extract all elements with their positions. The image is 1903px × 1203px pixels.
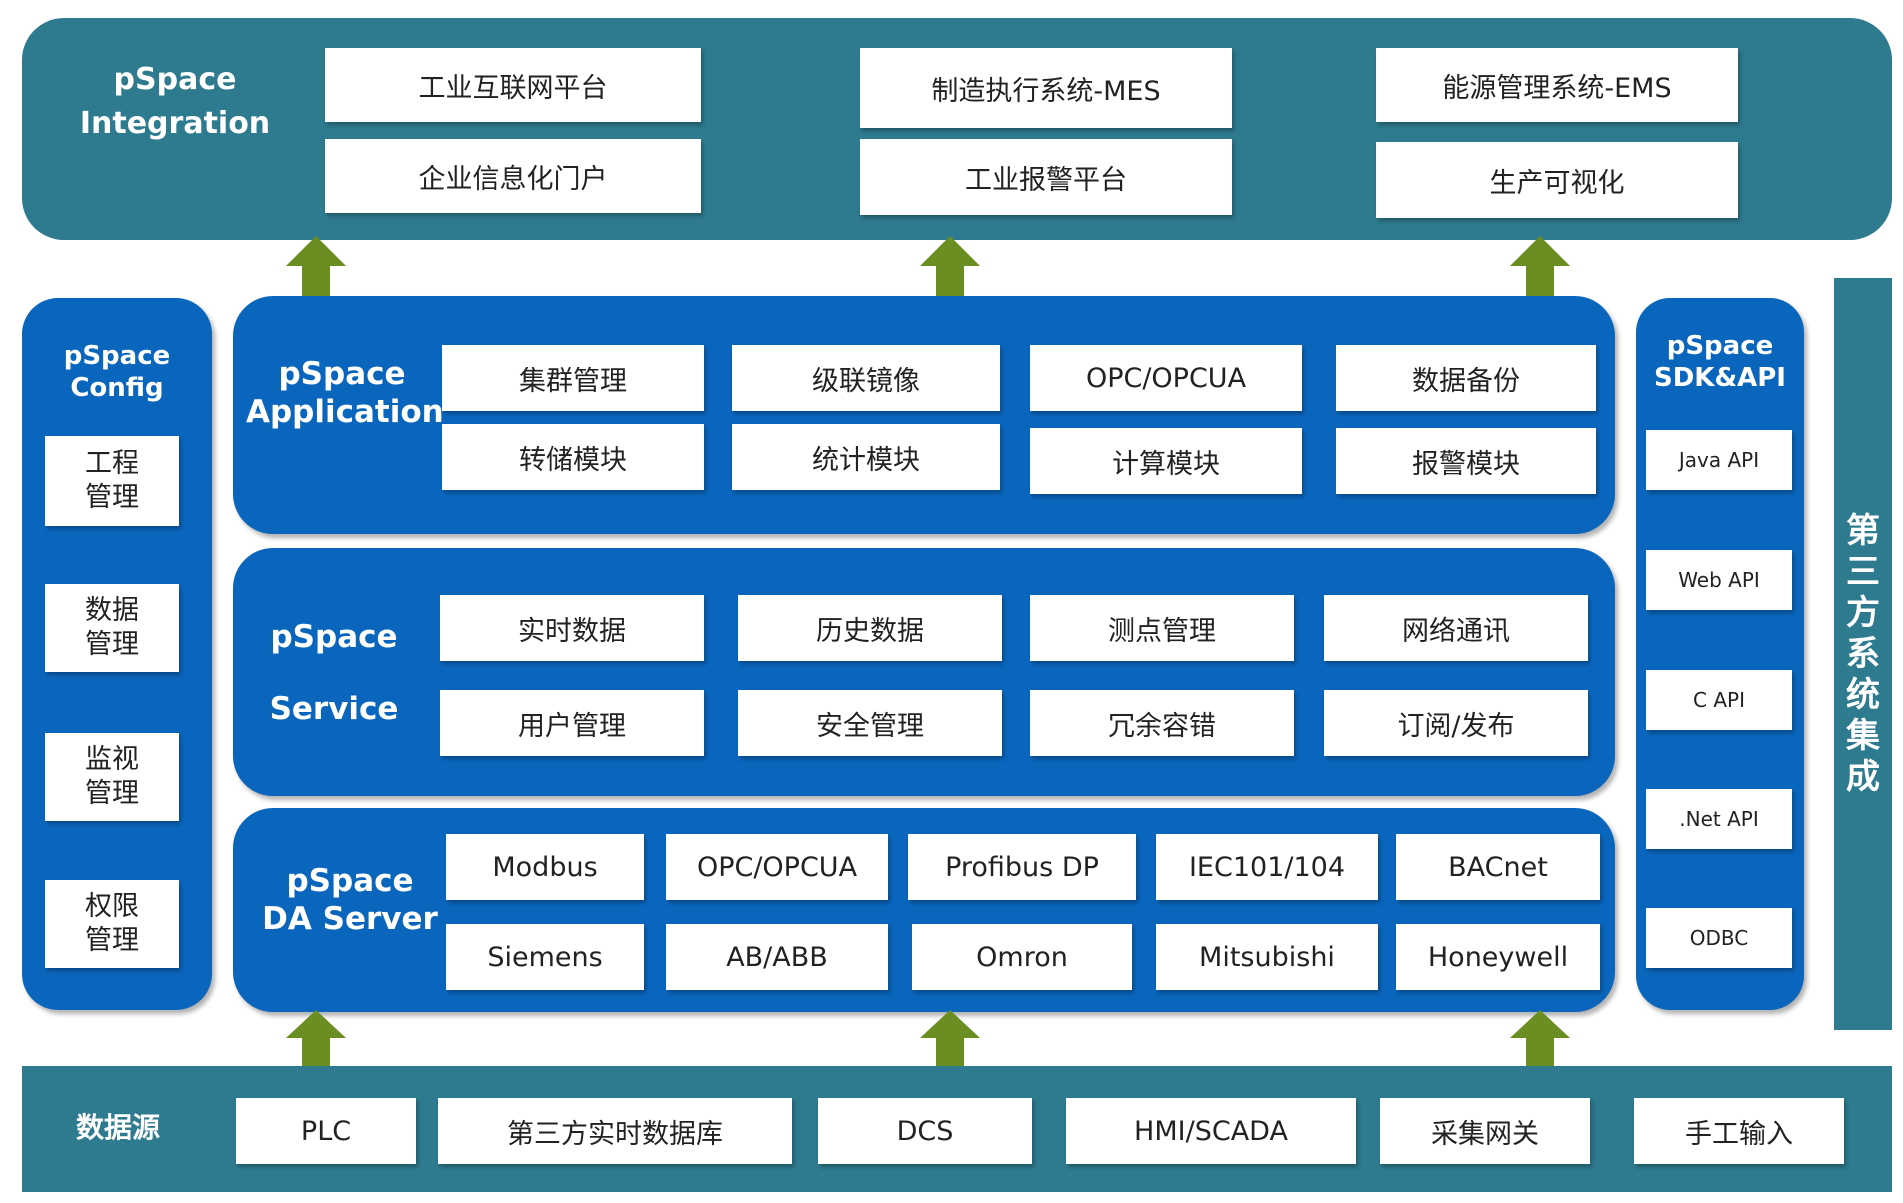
application-item[interactable]: 转储模块: [442, 424, 704, 490]
service-item[interactable]: 订阅/发布: [1324, 690, 1588, 756]
application-layer: [233, 296, 1615, 534]
da-server-title: pSpace DA Server: [246, 862, 454, 938]
application-item[interactable]: 计算模块: [1030, 428, 1302, 494]
config-item-project[interactable]: 工程 管理: [45, 436, 179, 526]
vendor-item[interactable]: AB/ABB: [666, 924, 888, 990]
data-source-item[interactable]: HMI/SCADA: [1066, 1098, 1356, 1164]
third-party-char: 集: [1846, 715, 1880, 756]
vendor-item[interactable]: Omron: [912, 924, 1132, 990]
data-source-item[interactable]: 手工输入: [1634, 1098, 1844, 1164]
integration-title-line2: Integration: [79, 106, 271, 141]
api-item-c[interactable]: C API: [1646, 670, 1792, 730]
data-source-item[interactable]: 采集网关: [1380, 1098, 1590, 1164]
vendor-item[interactable]: Honeywell: [1396, 924, 1600, 990]
integration-title-line1: pSpace: [113, 62, 237, 97]
data-source-title: 数据源: [75, 1111, 160, 1144]
data-source-item[interactable]: DCS: [818, 1098, 1032, 1164]
application-item[interactable]: 报警模块: [1336, 428, 1596, 494]
config-title-line1: pSpace: [63, 341, 171, 371]
api-item-odbc[interactable]: ODBC: [1646, 908, 1792, 968]
up-arrow-icon: [286, 236, 346, 296]
application-title: pSpace Application: [246, 355, 444, 431]
api-item-dotnet[interactable]: .Net API: [1646, 789, 1792, 849]
config-item-line: 管理: [85, 925, 139, 956]
up-arrow-icon: [1510, 236, 1570, 296]
application-title-line2: Application: [246, 394, 444, 430]
integration-item: 制造执行系统-MES: [860, 48, 1232, 128]
config-item-line: 监视: [85, 744, 139, 775]
service-item[interactable]: 测点管理: [1030, 595, 1294, 661]
da-server-title-line2: DA Server: [262, 901, 438, 937]
service-item[interactable]: 冗余容错: [1030, 690, 1294, 756]
config-title: pSpace Config: [22, 340, 212, 404]
config-item-line: 数据: [85, 595, 139, 626]
third-party-integration-bar: 第 三 方 系 统 集 成: [1834, 278, 1892, 1030]
integration-item: 能源管理系统-EMS: [1376, 48, 1738, 122]
application-title-line1: pSpace: [278, 356, 406, 392]
config-item-monitor[interactable]: 监视 管理: [45, 733, 179, 821]
third-party-char: 成: [1846, 756, 1880, 797]
sdk-title-line1: pSpace: [1666, 331, 1774, 361]
service-item[interactable]: 安全管理: [738, 690, 1002, 756]
config-item-line: 管理: [85, 482, 139, 513]
third-party-char: 系: [1846, 633, 1880, 674]
config-item-line: 工程: [85, 448, 139, 479]
service-layer: [233, 548, 1615, 796]
up-arrow-icon: [920, 1010, 980, 1068]
application-item[interactable]: 级联镜像: [732, 345, 1000, 411]
sdk-title-line2: SDK&API: [1654, 363, 1786, 393]
up-arrow-icon: [920, 236, 980, 296]
api-item-web[interactable]: Web API: [1646, 550, 1792, 610]
protocol-item[interactable]: Profibus DP: [908, 834, 1136, 900]
up-arrow-icon: [286, 1010, 346, 1068]
sdk-panel: [1636, 298, 1804, 1010]
config-item-line: 权限: [85, 891, 139, 922]
config-title-line2: Config: [70, 373, 164, 403]
data-source-item[interactable]: 第三方实时数据库: [438, 1098, 792, 1164]
service-item[interactable]: 网络通讯: [1324, 595, 1588, 661]
integration-item: 工业互联网平台: [325, 48, 701, 122]
third-party-char: 方: [1846, 592, 1880, 633]
service-item[interactable]: 用户管理: [440, 690, 704, 756]
protocol-item[interactable]: OPC/OPCUA: [666, 834, 888, 900]
integration-item: 企业信息化门户: [325, 139, 701, 213]
sdk-title: pSpace SDK&API: [1636, 330, 1804, 394]
service-title-line1: pSpace: [270, 619, 398, 655]
vendor-item[interactable]: Mitsubishi: [1156, 924, 1378, 990]
config-item-data[interactable]: 数据 管理: [45, 584, 179, 672]
application-item[interactable]: 集群管理: [442, 345, 704, 411]
api-item-java[interactable]: Java API: [1646, 430, 1792, 490]
data-source-item[interactable]: PLC: [236, 1098, 416, 1164]
config-item-line: 管理: [85, 778, 139, 809]
third-party-char: 三: [1846, 551, 1880, 592]
config-item-permission[interactable]: 权限 管理: [45, 880, 179, 968]
application-item[interactable]: OPC/OPCUA: [1030, 345, 1302, 411]
da-server-title-line1: pSpace: [286, 863, 414, 899]
up-arrow-icon: [1510, 1010, 1570, 1068]
service-title: pSpace Service: [246, 618, 422, 728]
application-item[interactable]: 统计模块: [732, 424, 1000, 490]
service-title-line2: Service: [269, 691, 399, 727]
protocol-item[interactable]: Modbus: [446, 834, 644, 900]
protocol-item[interactable]: IEC101/104: [1156, 834, 1378, 900]
integration-title: pSpace Integration: [60, 58, 290, 146]
protocol-item[interactable]: BACnet: [1396, 834, 1600, 900]
application-item[interactable]: 数据备份: [1336, 345, 1596, 411]
third-party-char: 统: [1846, 674, 1880, 715]
service-item[interactable]: 历史数据: [738, 595, 1002, 661]
integration-item: 生产可视化: [1376, 142, 1738, 218]
config-item-line: 管理: [85, 629, 139, 660]
vendor-item[interactable]: Siemens: [446, 924, 644, 990]
integration-item: 工业报警平台: [860, 139, 1232, 215]
service-item[interactable]: 实时数据: [440, 595, 704, 661]
third-party-char: 第: [1846, 510, 1880, 551]
